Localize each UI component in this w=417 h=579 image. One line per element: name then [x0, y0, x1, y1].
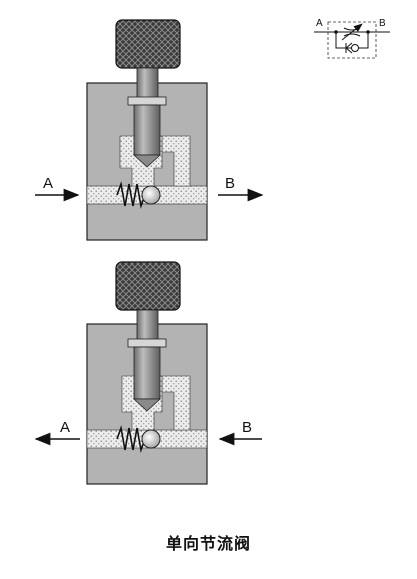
symbol-enclosure — [327, 21, 377, 59]
diagram-caption: 单向节流阀 — [165, 534, 251, 553]
top-needle — [133, 104, 161, 156]
bottom-gland — [127, 338, 167, 348]
hydraulic-symbol: A B — [314, 18, 390, 59]
bottom-needle-tip — [132, 398, 162, 412]
top-valve: A B — [35, 19, 264, 241]
bottom-spring — [116, 424, 146, 454]
top-gland — [127, 96, 167, 106]
symbol-label-a: A — [316, 18, 323, 29]
top-stem — [136, 67, 159, 99]
top-knob — [115, 19, 181, 69]
symbol-check-valve — [345, 42, 353, 54]
top-spring — [116, 180, 146, 210]
top-needle-tip — [132, 154, 162, 168]
bottom-stem — [136, 309, 159, 341]
bottom-knob — [115, 261, 181, 311]
bottom-valve: A B — [34, 261, 262, 485]
bottom-needle — [133, 346, 161, 400]
top-check-ball — [141, 185, 161, 205]
bottom-check-ball — [141, 429, 161, 449]
top-label-a: A — [43, 175, 53, 192]
bottom-label-b: B — [242, 419, 252, 436]
symbol-label-b: B — [379, 18, 386, 29]
symbol-adjust-arrow — [341, 23, 363, 41]
top-label-b: B — [225, 175, 235, 192]
bottom-label-a: A — [60, 419, 70, 436]
